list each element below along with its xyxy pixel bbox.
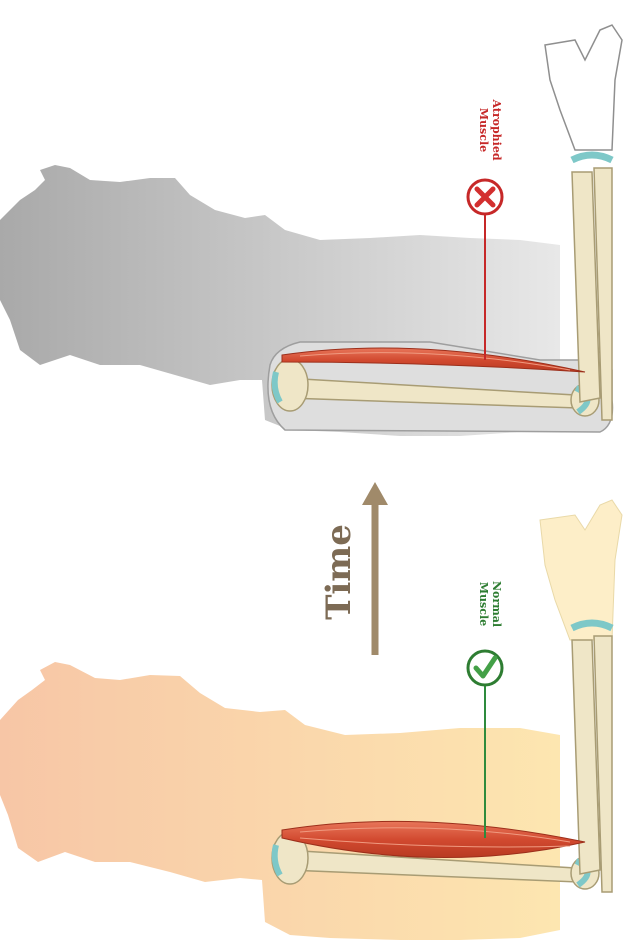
normal-label-line2: Muscle (477, 582, 490, 626)
atrophied-label-line2: Muscle (477, 108, 490, 152)
check-icon (468, 651, 502, 685)
normal-hand-outline (540, 500, 622, 640)
atrophied-label-line1: Atrophied (490, 98, 503, 160)
normal-body-silhouette (0, 662, 560, 940)
time-arrow (362, 482, 388, 655)
normal-panel: Normal Muscle (0, 500, 622, 940)
atrophied-panel: Atrophied Muscle (0, 25, 622, 436)
normal-label-line1: Normal (490, 581, 503, 627)
time-label: Time (319, 524, 359, 620)
atrophied-hand-outline (545, 25, 622, 150)
normal-forearm-bones (572, 623, 612, 892)
cross-icon (468, 180, 502, 214)
